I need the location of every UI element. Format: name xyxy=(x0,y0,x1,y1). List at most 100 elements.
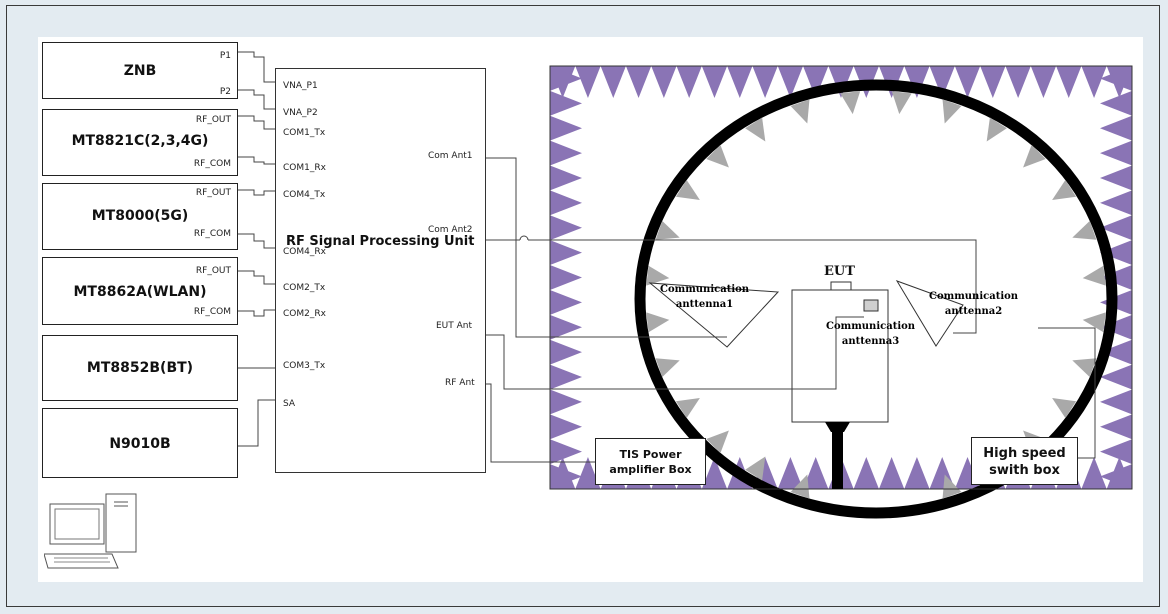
absorber-cone xyxy=(1056,66,1082,98)
absorber-cone xyxy=(1100,364,1132,390)
absorber-cone xyxy=(600,66,626,98)
absorber-cone xyxy=(752,66,778,98)
absorber-cone xyxy=(1081,66,1107,98)
rfu-port-vna-p1: VNA_P1 xyxy=(283,81,318,91)
probe-antenna xyxy=(1072,220,1097,240)
rfu-port-com-ant2: Com Ant2 xyxy=(428,225,473,235)
comm-antenna2-label: Communication anttenna2 xyxy=(929,289,1018,319)
rfu-port-com4-rx: COM4_Rx xyxy=(283,247,326,257)
probe-antenna xyxy=(745,117,766,142)
diagram-frame xyxy=(6,5,1160,607)
rfu-port-eut-ant: EUT Ant xyxy=(436,321,473,331)
comm-antenna1-label-line2: anttenna1 xyxy=(675,299,734,310)
port-label: RF_OUT xyxy=(195,266,231,276)
absorber-cone xyxy=(550,364,582,390)
probe-antenna xyxy=(646,265,670,286)
absorber-cone xyxy=(904,66,930,98)
high-speed-switch-box: High speed swith box xyxy=(971,437,1078,485)
absorber-cone xyxy=(929,66,955,98)
eut-mast-base xyxy=(825,422,850,432)
probe-antenna xyxy=(1052,179,1077,201)
probe-antenna xyxy=(942,99,962,124)
port-label: RF_COM xyxy=(193,159,231,169)
absorber-cone xyxy=(550,215,582,241)
probe-antenna xyxy=(1052,397,1077,419)
rfu-port-com3-tx: COM3_Tx xyxy=(283,361,326,371)
instrument-mt8000: MT8000(5G) RF_OUT RF_COM xyxy=(42,183,238,250)
probe-antenna xyxy=(706,144,729,168)
absorber-cone xyxy=(701,66,728,98)
absorber-cone xyxy=(550,140,582,166)
absorber-cone xyxy=(550,389,582,415)
comm-antenna2-label-line2: anttenna2 xyxy=(944,306,1003,317)
absorber-cone xyxy=(550,314,582,340)
rfu-port-com4-tx: COM4_Tx xyxy=(283,190,326,200)
diagram-canvas: ZNB P1 P2 MT8821C(2,3,4G) RF_OUT RF_COM … xyxy=(38,37,1143,582)
switch-box-line1: High speed xyxy=(983,446,1066,461)
comm-antenna2-shape xyxy=(895,280,964,347)
port-label: P1 xyxy=(219,51,231,61)
probe-antenna xyxy=(891,91,912,115)
absorber-cone xyxy=(1100,66,1132,91)
probe-antenna xyxy=(790,99,810,124)
rfu-port-com-ant1: Com Ant1 xyxy=(428,151,473,161)
absorber-cone xyxy=(575,66,601,98)
absorber-cone xyxy=(625,66,652,98)
absorber-cone xyxy=(550,339,582,365)
comm-antenna1-label-line1: Communication xyxy=(660,284,750,295)
absorber-cone xyxy=(550,289,582,315)
probe-antenna xyxy=(840,91,861,115)
probe-antenna xyxy=(675,397,700,419)
absorber-cone xyxy=(1100,389,1132,415)
probe-antenna xyxy=(675,179,700,201)
port-label: P2 xyxy=(219,87,231,97)
probe-antenna xyxy=(1082,312,1106,333)
absorber-cone xyxy=(550,265,582,290)
instrument-n9010b: N9010B xyxy=(42,408,238,478)
absorber-cone xyxy=(550,115,582,141)
instrument-mt8852b: MT8852B(BT) xyxy=(42,335,238,401)
instrument-name: MT8852B(BT) xyxy=(86,360,194,376)
probe-antenna xyxy=(655,358,680,378)
eut-antenna3-element xyxy=(863,299,879,312)
probe-antenna xyxy=(1072,358,1097,378)
absorber-cone xyxy=(853,457,879,489)
eut-mast xyxy=(832,424,843,489)
absorber-cone xyxy=(651,66,677,98)
tis-box-line1: TIS Power xyxy=(619,448,682,461)
rfu-title: RF Signal Processing Unit xyxy=(286,234,475,249)
absorber-cone xyxy=(550,190,582,216)
absorber-cone xyxy=(1100,115,1132,141)
absorber-cone xyxy=(550,240,582,266)
absorber-cone xyxy=(550,90,582,116)
rfu-port-sa: SA xyxy=(283,399,296,409)
absorber-cone xyxy=(803,457,829,489)
probe-antenna xyxy=(942,474,962,499)
rf-signal-processing-unit: RF Signal Processing Unit xyxy=(275,68,486,473)
absorber-cone xyxy=(550,464,582,489)
probe-antenna xyxy=(655,220,680,240)
rfu-port-com1-rx: COM1_Rx xyxy=(283,163,326,173)
comm-antenna1-label: Communication anttenna1 xyxy=(660,282,749,312)
comm-antenna2-label-line1: Communication xyxy=(929,291,1019,302)
absorber-cone xyxy=(1100,339,1132,365)
absorber-cone xyxy=(1100,140,1132,166)
instrument-znb: ZNB P1 P2 xyxy=(42,42,238,99)
probe-ring xyxy=(634,79,1118,519)
instrument-name: MT8000(5G) xyxy=(91,208,189,224)
computer-icon xyxy=(44,493,137,569)
probe-antenna xyxy=(1023,144,1046,168)
probe-antenna xyxy=(1082,265,1106,286)
tis-power-amplifier-box: TIS Power amplifier Box xyxy=(595,438,706,485)
absorber-cone xyxy=(1100,240,1132,266)
absorber-cone xyxy=(904,457,930,489)
absorber-cone xyxy=(878,457,905,489)
absorber-cone xyxy=(1100,414,1132,440)
eut-top-tab xyxy=(830,281,852,291)
absorber-cone xyxy=(550,66,582,91)
absorber-cone xyxy=(1005,66,1031,98)
absorber-cone xyxy=(1081,457,1107,489)
absorber-cone xyxy=(1100,215,1132,241)
absorber-cone xyxy=(1030,66,1057,98)
absorber-cone xyxy=(575,457,601,489)
